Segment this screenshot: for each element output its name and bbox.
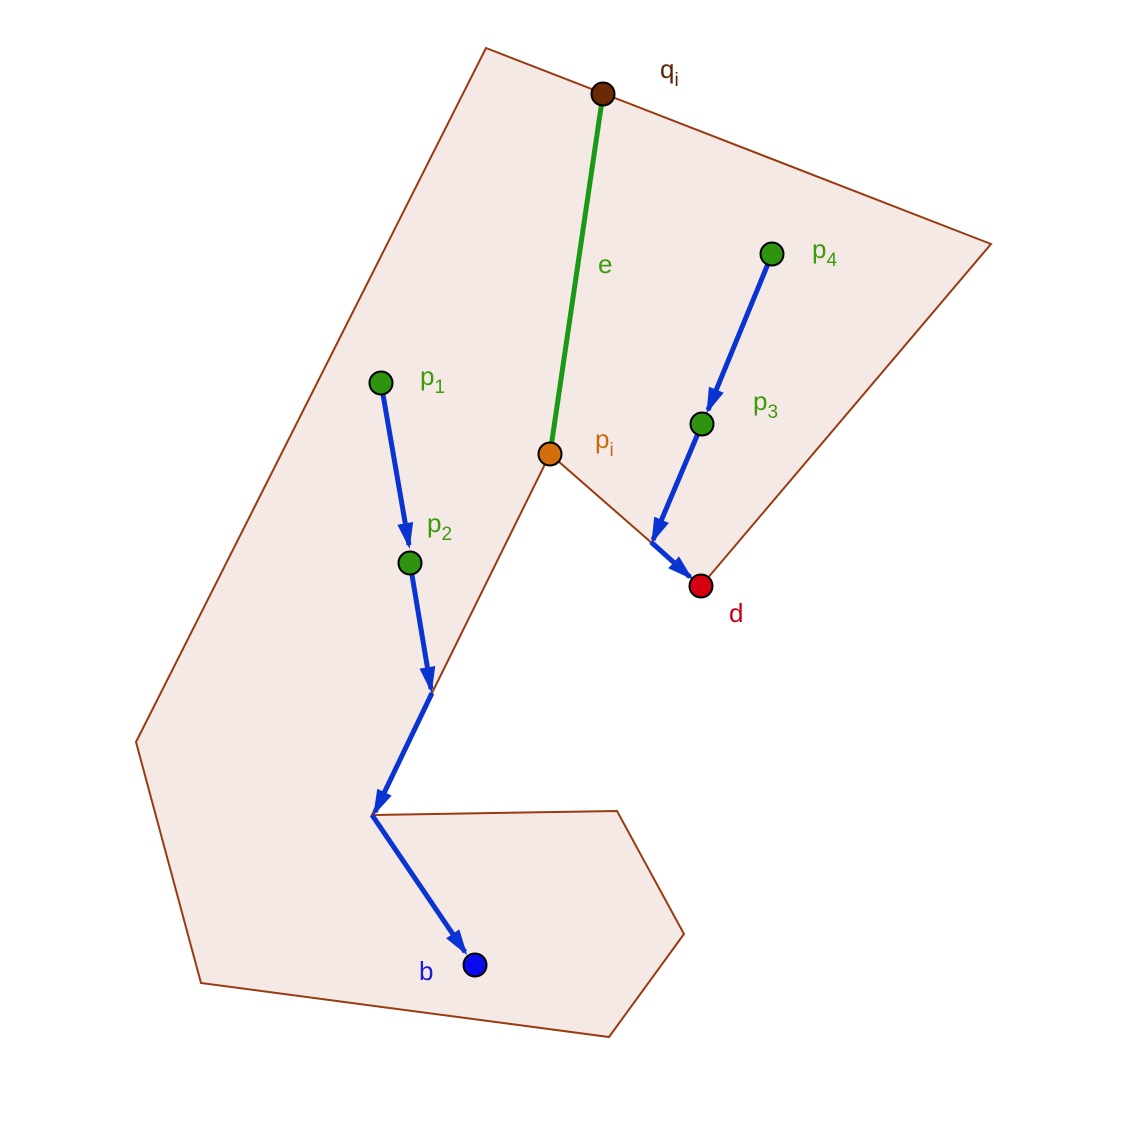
arrow-corner-to-b [369,813,468,956]
label-p-4: p4 [812,234,837,271]
label-e: e [598,249,612,279]
label-q-i-base: q [660,54,674,84]
arrow-p4-to-p3 [705,253,775,414]
label-p-1: p1 [420,361,445,398]
label-p-i-sub: i [609,440,613,461]
point-q-i [590,81,616,107]
polygon-region [134,46,993,1039]
label-p-3: p3 [753,386,778,423]
label-p-4-sub: 4 [826,250,837,271]
label-p-2: p2 [427,508,452,545]
label-p-4-base: p [812,234,826,264]
segment-e [547,93,606,455]
arrow-p2-to-bend [407,562,436,693]
point-p-4 [759,241,785,267]
label-b-base: b [419,956,433,986]
arrow-p1-to-p2 [378,382,414,549]
point-d [688,573,714,599]
arrow-bend-to-corner [372,691,435,816]
point-b [462,952,488,978]
label-p-3-sub: 3 [767,402,778,423]
label-p-1-sub: 1 [434,377,445,398]
label-p-1-base: p [420,361,434,391]
point-p-i [537,441,563,467]
point-p-2 [397,550,423,576]
label-p-i: pi [595,424,614,461]
arrow-p3-to-edge [650,423,705,544]
label-q-i-sub: i [674,70,678,91]
path-p4-to-d [649,253,775,580]
label-p-2-base: p [427,508,441,538]
label-p-i-base: p [595,424,609,454]
label-q-i: qi [660,54,679,91]
point-p-1 [368,370,394,396]
label-d-base: d [729,598,743,628]
arrow-edge-to-d [649,540,693,580]
path-p1-to-b [369,382,468,956]
label-b: b [419,956,433,986]
label-p-3-base: p [753,386,767,416]
point-p-3 [689,411,715,437]
label-e-base: e [598,249,612,279]
label-p-2-sub: 2 [441,524,452,545]
label-d: d [729,598,743,628]
